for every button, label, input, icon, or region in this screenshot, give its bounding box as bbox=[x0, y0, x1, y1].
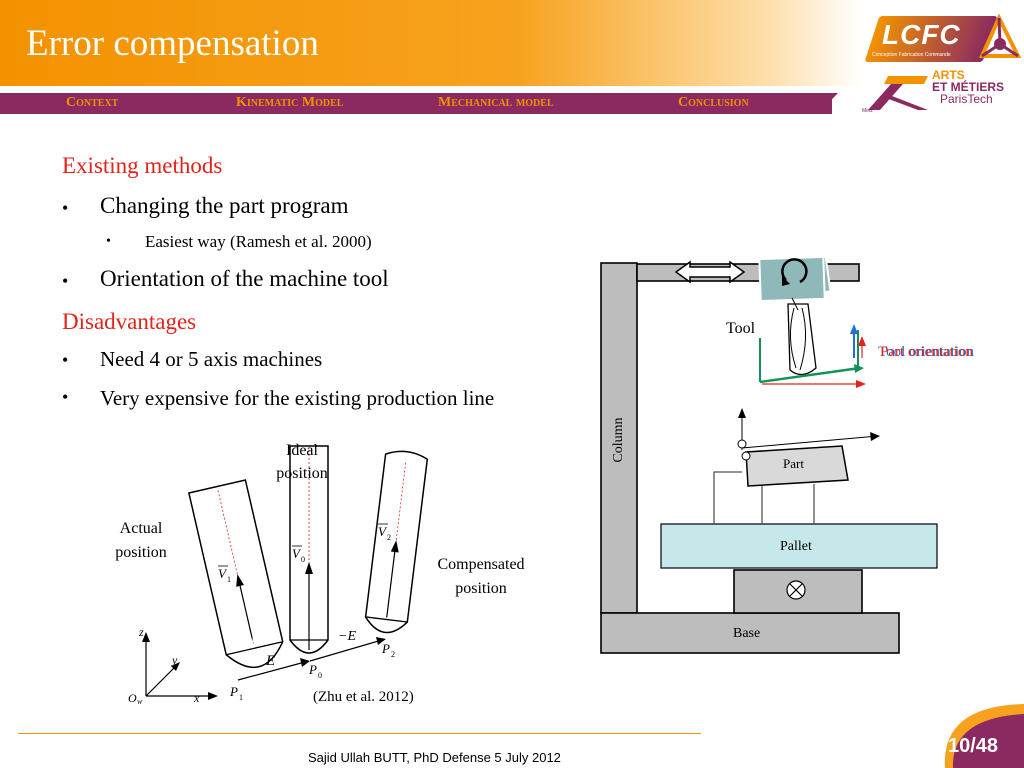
p1-label: P bbox=[229, 684, 238, 699]
heading-disadvantages: Disadvantages bbox=[62, 309, 197, 334]
slide-title: Error compensation bbox=[26, 23, 319, 64]
v2-subscript: 2 bbox=[387, 533, 391, 542]
minus-e-label: −E bbox=[338, 629, 356, 644]
tool-label: Tool bbox=[726, 320, 756, 337]
p0-subscript: 0 bbox=[318, 671, 322, 680]
v0-subscript: 0 bbox=[301, 555, 305, 564]
footer-author-date: Sajid Ullah BUTT, PhD Defense 5 July 201… bbox=[308, 750, 561, 765]
compensated-position-label: Compensated position bbox=[437, 556, 525, 597]
bullet-dot: • bbox=[62, 350, 69, 370]
arts-logo-line2: ET MÉTIERS bbox=[932, 80, 1005, 94]
origin-subscript: w bbox=[137, 697, 143, 706]
lcfc-logo-subtitle: Conception Fabrication Commande bbox=[872, 52, 951, 58]
bullet-orientation-machine-tool: Orientation of the machine tool bbox=[100, 266, 389, 291]
v0-label: V bbox=[292, 546, 302, 561]
bullet-need-axis-machines: Need 4 or 5 axis machines bbox=[100, 347, 323, 371]
tool-orientation-label: Tool orientation bbox=[878, 344, 975, 360]
actual-position-label: Actual position bbox=[115, 520, 167, 561]
bullet-very-expensive: Very expensive for the existing producti… bbox=[100, 386, 495, 410]
title-banner bbox=[0, 0, 862, 86]
p0-label: P bbox=[308, 662, 317, 677]
arts-logo-line1: ARTS bbox=[932, 68, 965, 82]
machine-tool-diagram bbox=[600, 258, 938, 654]
p2-label: P bbox=[381, 641, 390, 656]
v1-label: V bbox=[218, 566, 228, 581]
page-number-badge bbox=[944, 704, 1024, 768]
axis-z-label: z bbox=[138, 625, 144, 639]
lcfc-logo-text: LCFC bbox=[882, 19, 961, 50]
sub-bullet-easiest-way: Easiest way (Ramesh et al. 2000) bbox=[145, 232, 372, 251]
p1-subscript: 1 bbox=[239, 693, 243, 702]
sub-bullet-dot: • bbox=[106, 234, 111, 249]
v1-subscript: 1 bbox=[227, 575, 231, 584]
pallet-label: Pallet bbox=[780, 539, 812, 554]
p2-subscript: 2 bbox=[391, 650, 395, 659]
part-label: Part bbox=[783, 456, 804, 471]
v2-label: V bbox=[378, 524, 388, 539]
bullet-dot: • bbox=[62, 387, 69, 407]
column-label: Column bbox=[611, 417, 626, 463]
metz-label: Metz bbox=[862, 108, 873, 114]
error-e-label: E bbox=[265, 653, 275, 669]
triangle-logo-icon bbox=[978, 14, 1022, 58]
section-nav-bar bbox=[0, 93, 832, 114]
axis-x-label: x bbox=[193, 691, 200, 705]
part-orientation-label: Part orientation bbox=[880, 344, 973, 360]
bullet-changing-part-program: Changing the part program bbox=[100, 193, 349, 218]
heading-existing-methods: Existing methods bbox=[62, 153, 223, 178]
axis-y-label: y bbox=[171, 653, 178, 667]
citation-zhu: (Zhu et al. 2012) bbox=[313, 689, 414, 705]
arts-logo-line3: ParisTech bbox=[940, 92, 993, 106]
footer-divider bbox=[18, 733, 701, 734]
section-nav-bar-tail bbox=[818, 93, 838, 114]
base-label: Base bbox=[733, 626, 761, 641]
origin-label: O bbox=[128, 691, 137, 705]
nav-mechanical-model[interactable]: Mechanical model bbox=[438, 95, 554, 110]
nav-kinematic-model[interactable]: Kinematic Model bbox=[236, 95, 344, 110]
nav-conclusion[interactable]: Conclusion bbox=[678, 95, 749, 110]
ideal-position-label: Ideal position bbox=[276, 442, 328, 482]
arts-et-metiers-logo bbox=[868, 76, 928, 110]
page-number: 10/48 bbox=[948, 735, 999, 757]
tool-position-diagram: z y x O w E −E P 1 P 0 P 2 V 1 V 0 V 2 bbox=[128, 445, 429, 706]
bullet-dot: • bbox=[62, 198, 69, 218]
nav-context[interactable]: Context bbox=[66, 95, 119, 110]
bullet-dot: • bbox=[62, 271, 69, 291]
